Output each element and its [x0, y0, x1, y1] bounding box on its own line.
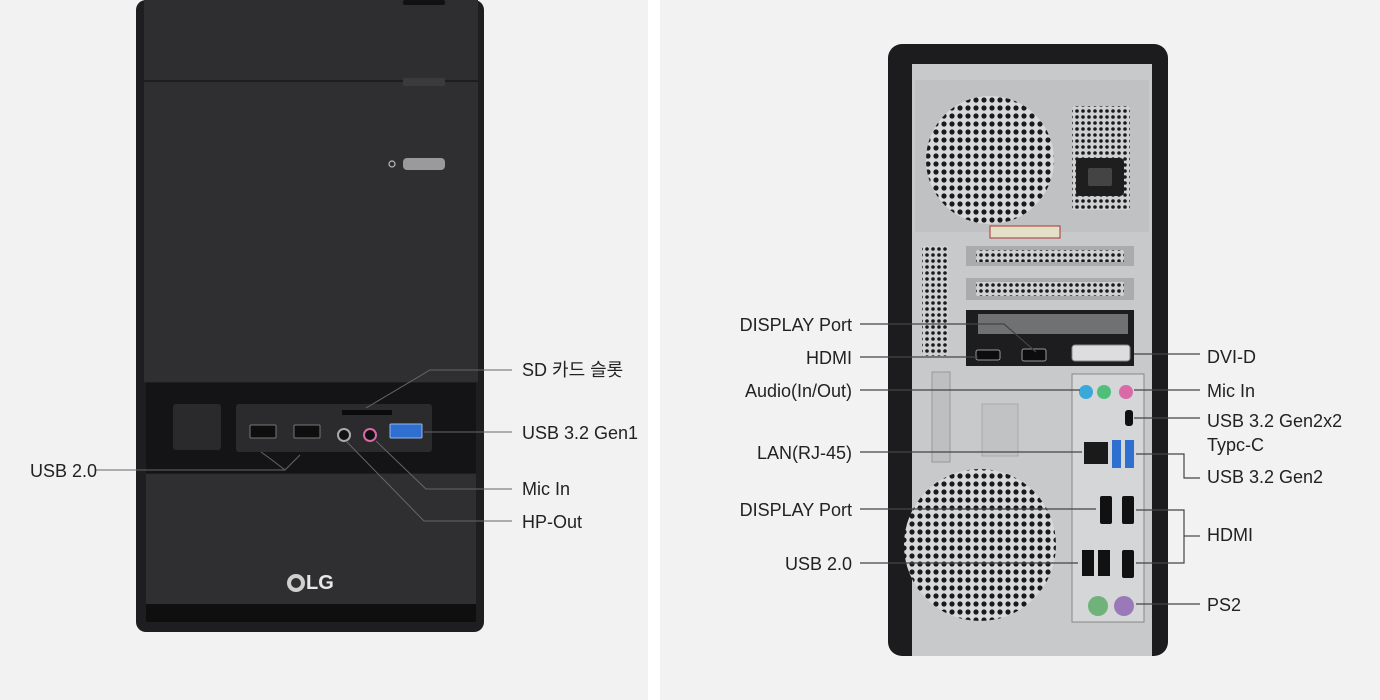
- front-case-drawing: [96, 0, 512, 632]
- rear-case-drawing: [860, 44, 1200, 656]
- rear-usb20-port-1: [1082, 550, 1094, 576]
- label-mic-in-rear: Mic In: [1207, 381, 1256, 401]
- audio-line-in-jack: [1079, 385, 1093, 399]
- label-usb32-gen2: USB 3.2 Gen2: [1207, 467, 1324, 487]
- label-sd-card-slot: SD 카드 슬롯: [522, 360, 624, 380]
- label-hp-out: HP-Out: [522, 512, 583, 532]
- expansion-slot-1: [976, 250, 1124, 262]
- label-hdmi-top: HDMI: [806, 348, 852, 368]
- label-usb20-front: USB 2.0: [30, 461, 98, 481]
- label-usb32-gen1: USB 3.2 Gen1: [522, 423, 639, 443]
- sd-card-slot: [342, 410, 392, 415]
- front-vent-strip: [146, 604, 476, 622]
- power-button: [403, 158, 445, 170]
- rear-usb32-gen2-port-1: [1112, 440, 1121, 468]
- front-mic-in-jack: [363, 428, 377, 442]
- front-logo-text: LG: [306, 572, 334, 594]
- psu-warning-label: [989, 225, 1061, 239]
- ps2-mouse-port: [1088, 596, 1108, 616]
- usb-type-c-port: [1125, 410, 1133, 426]
- gpu-hdmi-port: [975, 349, 1001, 361]
- front-io-plate: [236, 404, 432, 452]
- gpu-dvi-d-port: [1071, 344, 1131, 362]
- front-hp-out-jack: [337, 428, 351, 442]
- label-hdmi-right: HDMI: [1207, 525, 1253, 545]
- rear-usb32-gen2-port-2: [1125, 440, 1134, 468]
- expansion-slot-2: [976, 282, 1124, 296]
- ps2-keyboard-port: [1114, 596, 1134, 616]
- label-dvi-d: DVI-D: [1207, 347, 1256, 367]
- lan-rj45-port: [1084, 442, 1108, 464]
- rear-usb20-port-2: [1098, 550, 1110, 576]
- front-main-bay: [144, 82, 478, 382]
- label-audio: Audio(In/Out): [744, 381, 852, 401]
- label-ps2: PS2: [1207, 595, 1242, 615]
- label-usb32-gen2x2: USB 3.2 Gen2x2: [1207, 411, 1343, 431]
- rear-mic-in-jack: [1119, 385, 1133, 399]
- label-display-port-top: DISPLAY Port: [739, 315, 852, 335]
- label-usb20-rear: USB 2.0: [784, 554, 852, 574]
- rear-display-port: [1100, 496, 1112, 524]
- front-top-bay: [144, 0, 478, 80]
- rear-hdmi-port-1: [1122, 496, 1134, 524]
- label-mic-in-front: Mic In: [522, 479, 571, 499]
- rear-left-vent: [922, 246, 948, 356]
- psu-fan-grille: [926, 96, 1054, 224]
- audio-line-out-jack: [1097, 385, 1111, 399]
- label-usb32-gen2x2-typec: Typc-C: [1207, 435, 1265, 455]
- rear-hdmi-port-2: [1122, 550, 1134, 578]
- gpu-display-port: [1021, 348, 1047, 362]
- power-icon: [388, 160, 396, 168]
- rear-case-fan-grille: [904, 469, 1056, 621]
- rear-view-panel: DISPLAY Port HDMI Audio(In/Out) LAN(RJ-4…: [660, 0, 1380, 700]
- front-lower-panel: [146, 474, 476, 604]
- front-usb20-port-1: [249, 424, 277, 439]
- front-usb20-port-2: [293, 424, 321, 439]
- label-lan: LAN(RJ-45): [756, 443, 852, 463]
- panel-divider: [648, 0, 660, 700]
- label-display-port-bottom: DISPLAY Port: [739, 500, 852, 520]
- front-usb32-gen1-port: [389, 423, 423, 439]
- front-view-panel: LG SD 카드 슬롯 USB 3.2 Gen1 USB 2.0 Mic In …: [0, 0, 648, 700]
